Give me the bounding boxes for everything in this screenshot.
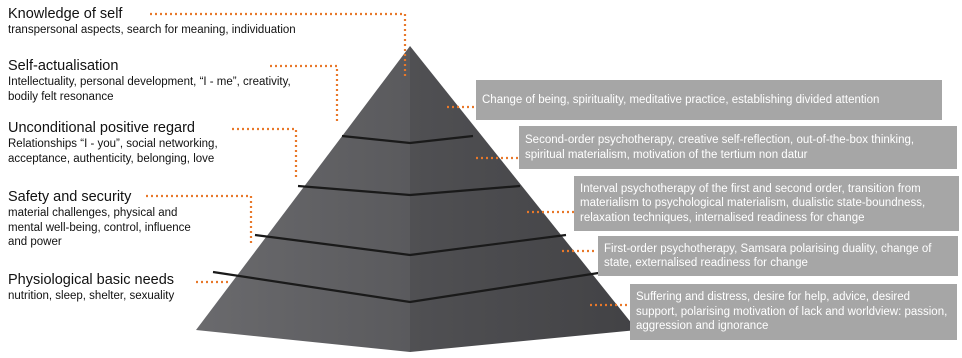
left-level-1-description: transpersonal aspects, search for meanin… [8, 24, 296, 36]
left-level-4: Safety and security material challenges,… [8, 189, 213, 250]
divider-2 [297, 184, 521, 197]
connector-left-4 [146, 194, 253, 244]
left-level-2-title: Self-actualisation [8, 58, 119, 74]
connector-left-3 [232, 127, 298, 178]
connector-left-2 [270, 64, 339, 124]
divider-1 [341, 134, 474, 145]
right-level-4: First-order psychotherapy, Samsara polar… [598, 236, 958, 276]
right-level-1: Change of being, spirituality, meditativ… [476, 80, 942, 120]
level-dividers [212, 134, 606, 304]
left-level-4-title: Safety and security [8, 189, 132, 205]
divider-4 [212, 270, 606, 304]
left-level-4-description: material challenges, physical and mental… [8, 207, 191, 248]
left-level-5: Physiological basic needs nutrition, sle… [8, 272, 208, 304]
left-level-5-title: Physiological basic needs [8, 272, 175, 288]
left-level-3: Unconditional positive regard Relationsh… [8, 120, 278, 166]
left-level-3-description: Relationships “I - you”, social networki… [8, 138, 218, 165]
right-level-3: Interval psychotherapy of the first and … [574, 176, 959, 231]
left-level-1-title: Knowledge of self [8, 6, 123, 22]
right-level-2: Second-order psychotherapy, creative sel… [519, 126, 957, 169]
right-level-5: Suffering and distress, desire for help,… [630, 284, 957, 340]
divider-3 [254, 233, 567, 257]
left-level-2-description: Intellectuality, personal development, “… [8, 76, 291, 103]
connectors [146, 12, 628, 307]
left-level-2: Self-actualisation Intellectuality, pers… [8, 58, 308, 104]
pyramid-left-face [196, 46, 410, 352]
connector-left-1 [150, 12, 407, 76]
left-level-3-title: Unconditional positive regard [8, 120, 195, 136]
left-level-5-description: nutrition, sleep, shelter, sexuality [8, 290, 175, 302]
left-level-1: Knowledge of self transpersonal aspects,… [8, 6, 338, 38]
